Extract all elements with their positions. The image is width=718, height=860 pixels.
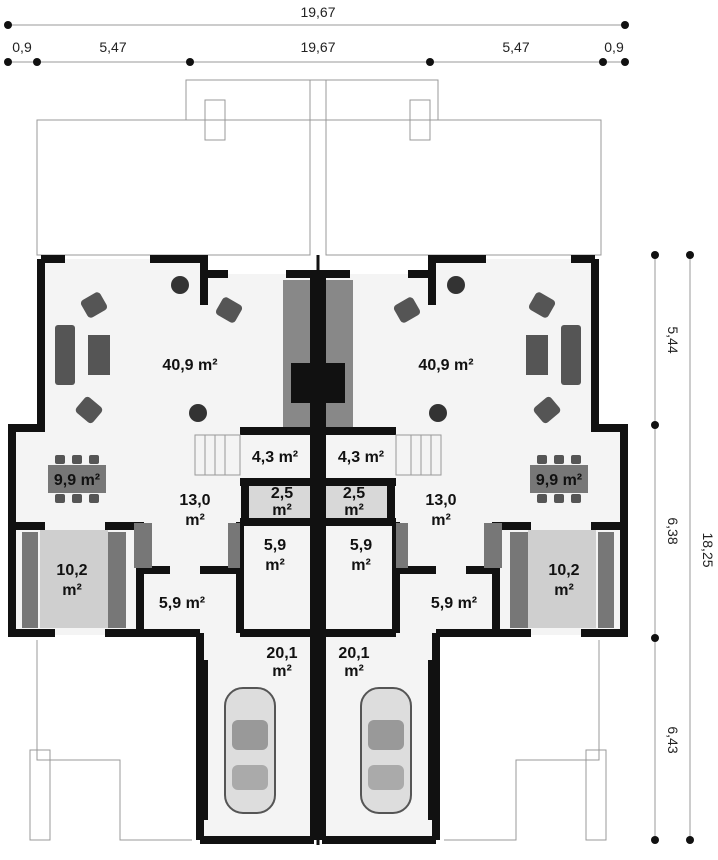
top-dimension-lines bbox=[4, 21, 629, 66]
label-living-area: 40,9 m² bbox=[418, 357, 473, 374]
label-living-area: 40,9 m² bbox=[162, 357, 217, 374]
furniture bbox=[22, 292, 243, 628]
car-icon bbox=[224, 687, 276, 814]
label-vestibule-area: 5,9 m² bbox=[431, 595, 477, 612]
dim-right-seg: 6,43 bbox=[665, 726, 681, 753]
unit-left bbox=[8, 255, 318, 844]
label-vestibule-area: 5,9 m² bbox=[159, 595, 205, 612]
label-dining-area: 9,9 m² bbox=[536, 472, 582, 489]
kitchen-tiles bbox=[40, 530, 108, 628]
dim-right-seg: 5,44 bbox=[665, 326, 681, 353]
plant-icon bbox=[171, 276, 207, 422]
dim-top-total: 19,67 bbox=[300, 4, 335, 20]
dim-right-total: 18,25 bbox=[700, 532, 716, 567]
dim-top-seg: 0,9 bbox=[604, 39, 624, 55]
chimney bbox=[283, 280, 312, 428]
dim-top-seg: 5,47 bbox=[502, 39, 529, 55]
stairs bbox=[194, 434, 241, 476]
dim-top-seg: 0,9 bbox=[12, 39, 32, 55]
terraces bbox=[29, 79, 607, 841]
label-stairs-area: 4,3 m² bbox=[338, 449, 384, 466]
dim-right-seg: 6,38 bbox=[665, 517, 681, 544]
wc-tiles bbox=[248, 485, 310, 521]
dim-top-seg: 5,47 bbox=[99, 39, 126, 55]
dim-top-seg: 19,67 bbox=[300, 39, 335, 55]
right-dimension-lines bbox=[651, 251, 694, 844]
label-dining-area: 9,9 m² bbox=[54, 472, 100, 489]
label-stairs-area: 4,3 m² bbox=[252, 449, 298, 466]
